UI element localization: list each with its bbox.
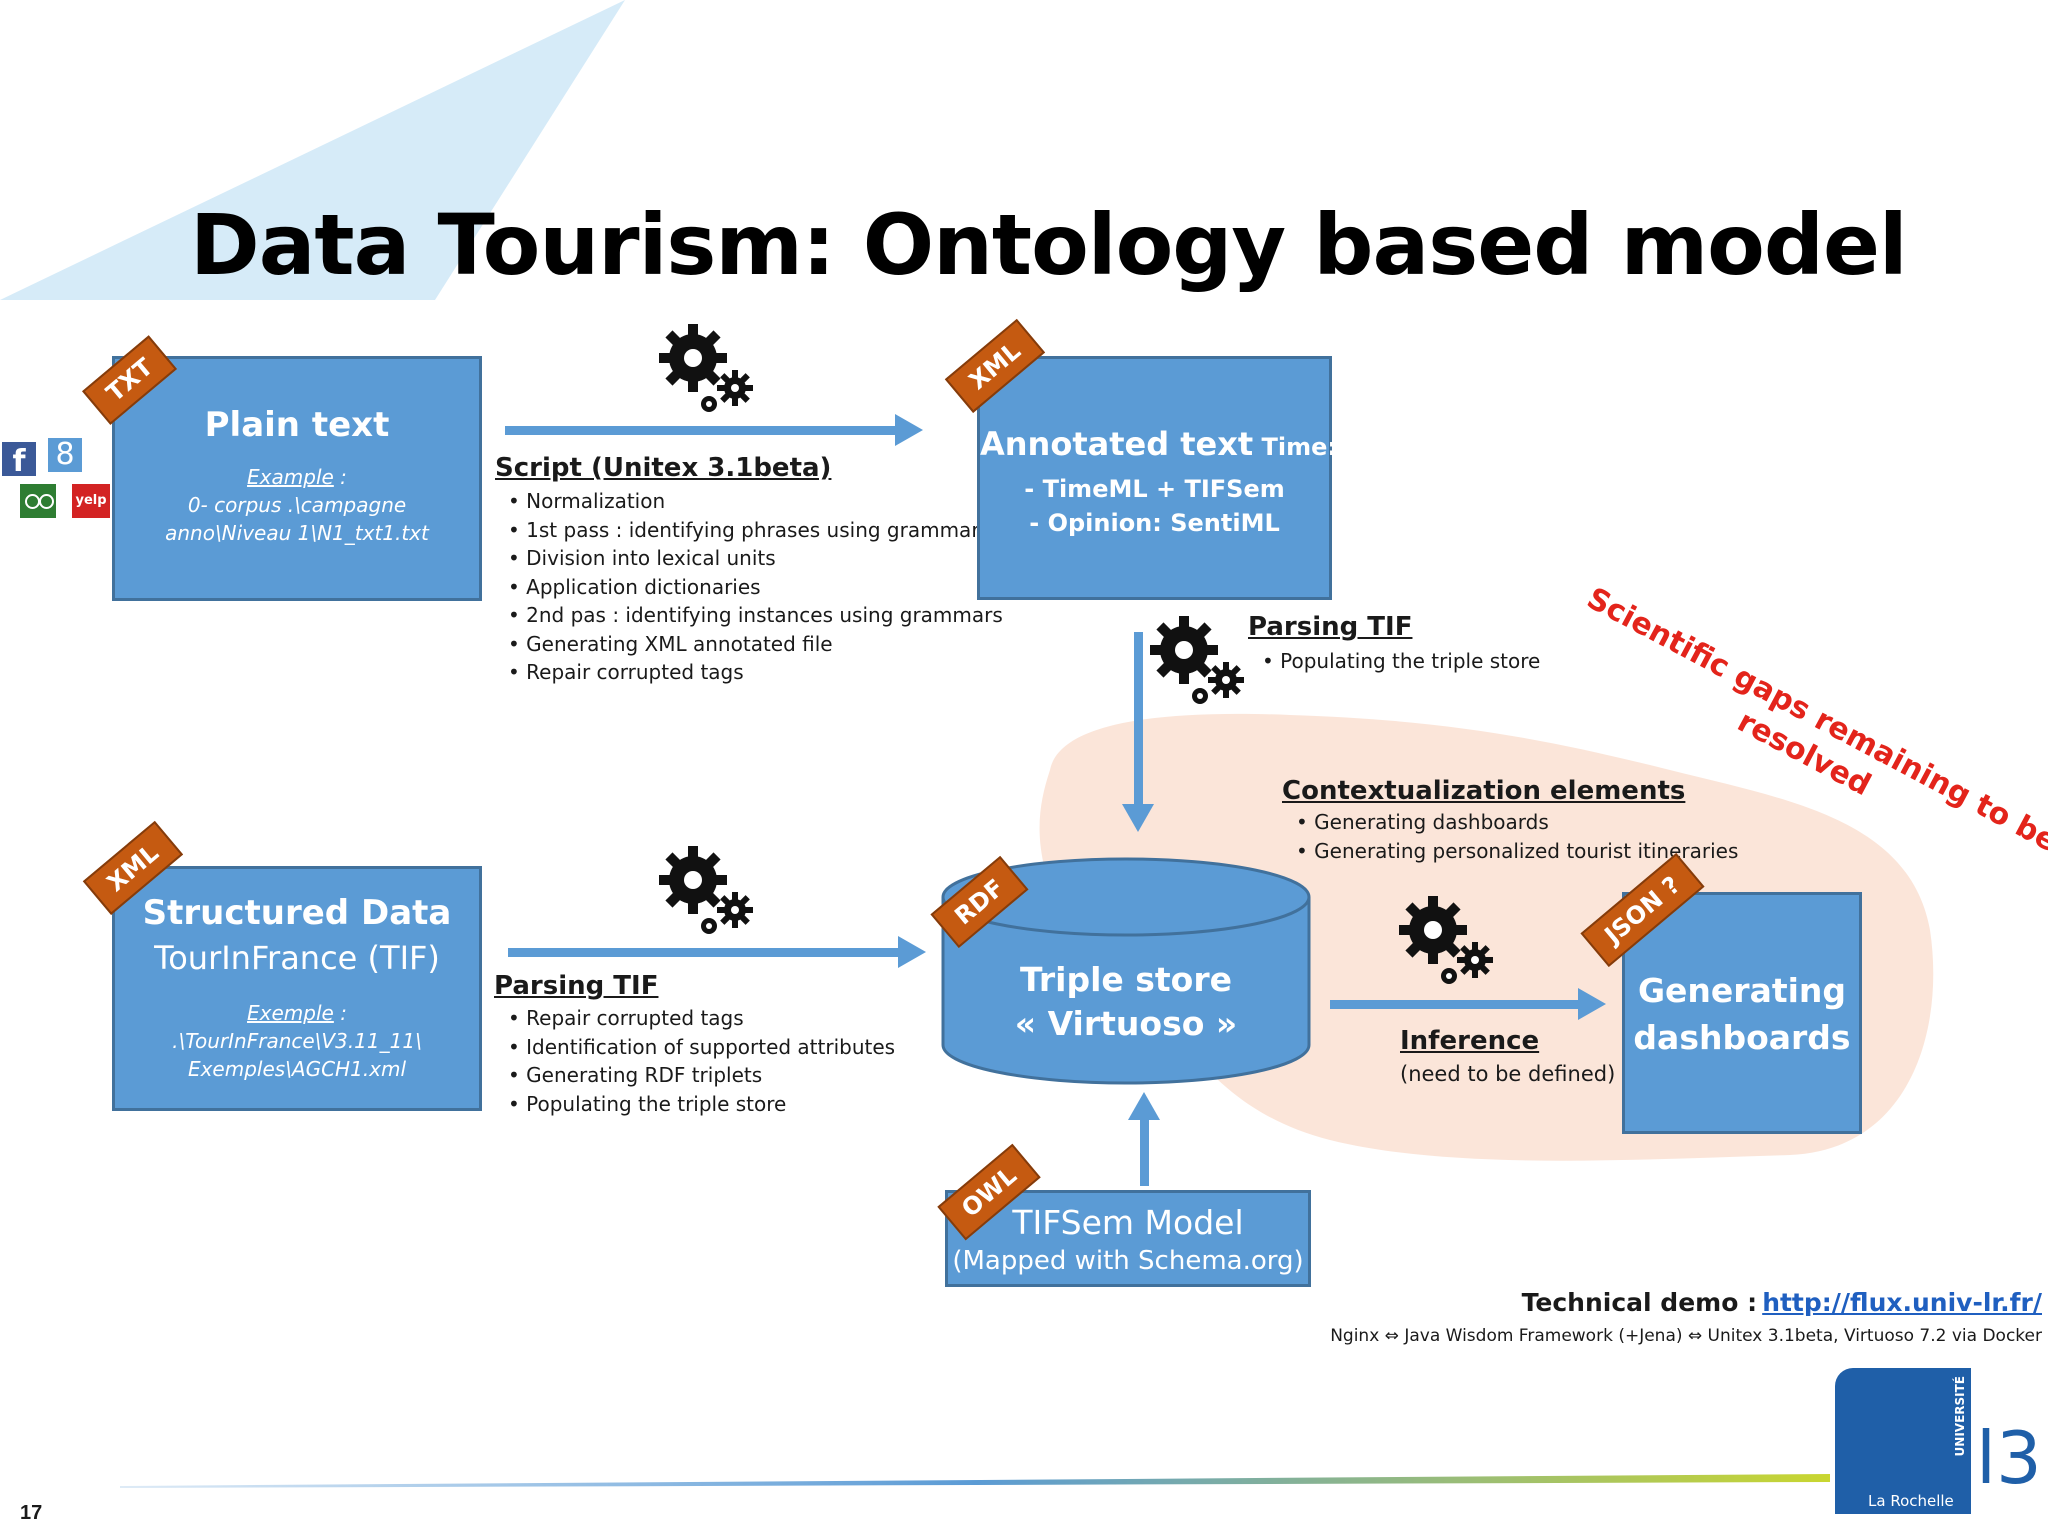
list-item: Repair corrupted tags xyxy=(508,1004,895,1033)
list-item: Populating the triple store xyxy=(508,1090,895,1119)
plain-text-title: Plain text xyxy=(204,405,390,445)
triple-store-line-1: Triple store xyxy=(1019,960,1233,999)
tifsem-line-1: TIFSem Model xyxy=(1012,1203,1244,1242)
arrow-triplestore-to-dashboards xyxy=(1330,988,1606,1020)
list-item: Identification of supported attributes xyxy=(508,1033,895,1062)
list-item: 1st pass : identifying phrases using gra… xyxy=(508,516,1003,545)
parsing-tif-bottom-list: Repair corrupted tags Identification of … xyxy=(508,1004,895,1118)
arrow-tifsem-to-triplestore xyxy=(1128,1092,1160,1186)
facebook-icon: f xyxy=(2,442,36,479)
example-sep: : xyxy=(333,465,347,489)
parsing-tif-top-title: Parsing TIF xyxy=(1248,612,1413,642)
triple-store-label: Triple store « Virtuoso » xyxy=(940,958,1312,1046)
list-item: Generating dashboards xyxy=(1296,808,1738,837)
triple-store-cylinder xyxy=(941,857,1311,1085)
plain-text-example-1: 0- corpus .\campagne xyxy=(187,493,407,517)
inference-title: Inference xyxy=(1400,1026,1540,1056)
yelp-icon: yelp xyxy=(72,484,110,518)
arrow-annotated-to-triplestore xyxy=(1122,632,1154,832)
technical-demo-label: Technical demo : xyxy=(1521,1288,1758,1317)
list-item: Repair corrupted tags xyxy=(508,658,1003,687)
plain-text-box: Plain text Example : 0- corpus .\campagn… xyxy=(112,356,482,601)
arrow-structured-to-triplestore xyxy=(508,936,926,968)
gear-icon xyxy=(659,324,753,412)
parsing-tif-top-list: Populating the triple store xyxy=(1262,647,1540,676)
arrow-plain-to-annotated xyxy=(505,414,923,446)
script-step-title: Script (Unitex 3.1beta) xyxy=(495,453,832,483)
contextualization-title: Contextualization elements xyxy=(1282,776,1686,806)
annotated-text-box: Annotated text Time: - TimeML + TIFSem -… xyxy=(977,356,1337,600)
example-sep: : xyxy=(333,1001,347,1025)
google-plus-icon: 8 xyxy=(48,438,82,472)
example-label: Exemple xyxy=(247,1001,334,1025)
annotated-text-title-suffix: Time: xyxy=(1253,433,1338,461)
plain-text-example-2: anno\Niveau 1\N1_txt1.txt xyxy=(165,521,429,545)
structured-data-title-2: TourInFrance (TIF) xyxy=(154,939,440,977)
technical-demo-link[interactable]: http://flux.univ-lr.fr/ xyxy=(1762,1288,2042,1317)
structured-data-example-1: .\TourInFrance\V3.11_11\ xyxy=(172,1029,422,1053)
gear-icon xyxy=(1150,616,1244,704)
slide-title: Data Tourism: Ontology based model xyxy=(190,196,1908,294)
annotated-line-2: - Opinion: SentiML xyxy=(1029,509,1280,537)
list-item: Generating RDF triplets xyxy=(508,1061,895,1090)
list-item: Division into lexical units xyxy=(508,544,1003,573)
tripadvisor-icon xyxy=(20,484,56,518)
list-item: Application dictionaries xyxy=(508,573,1003,602)
structured-data-box: Structured Data TourInFrance (TIF) Exemp… xyxy=(112,866,482,1111)
university-logo: UNIVERSITÉ La Rochelle xyxy=(1835,1368,1971,1514)
structured-data-title-1: Structured Data xyxy=(142,893,452,933)
dashboards-line-2: dashboards xyxy=(1633,1018,1851,1057)
gear-icon xyxy=(659,846,753,934)
list-item: 2nd pas : identifying instances using gr… xyxy=(508,601,1003,630)
dashboards-line-1: Generating xyxy=(1637,971,1847,1010)
structured-data-example-2: Exemples\AGCH1.xml xyxy=(187,1057,407,1081)
tifsem-line-2: (Mapped with Schema.org) xyxy=(952,1246,1304,1276)
technical-stack: Nginx ⇔ Java Wisdom Framework (+Jena) ⇔ … xyxy=(1330,1326,2042,1346)
social-icons: f 8 yelp xyxy=(2,438,112,528)
list-item: Populating the triple store xyxy=(1262,647,1540,676)
parsing-tif-bottom-title: Parsing TIF xyxy=(494,971,659,1001)
annotated-text-title: Annotated text xyxy=(980,425,1254,463)
list-item: Generating XML annotated file xyxy=(508,630,1003,659)
list-item: Normalization xyxy=(508,487,1003,516)
dashboards-box: Generating dashboards xyxy=(1622,892,1862,1134)
script-step-list: Normalization 1st pass : identifying phr… xyxy=(508,487,1003,687)
logo-university: UNIVERSITÉ xyxy=(1953,1376,1967,1457)
header-banner xyxy=(0,0,625,300)
logo-lab: l3i xyxy=(1976,1416,2048,1500)
technical-demo: Technical demo : http://flux.univ-lr.fr/ xyxy=(1522,1288,2042,1317)
inference-note: (need to be defined) xyxy=(1400,1062,1616,1086)
page-number: 17 xyxy=(20,1502,43,1524)
logo-city: La Rochelle xyxy=(1868,1492,1954,1510)
gear-icon xyxy=(1399,896,1493,984)
example-label: Example xyxy=(247,465,334,489)
footer-line xyxy=(120,1474,1830,1488)
triple-store-line-2: « Virtuoso » xyxy=(1014,1004,1238,1043)
annotated-line-1: - TimeML + TIFSem xyxy=(1024,475,1285,503)
